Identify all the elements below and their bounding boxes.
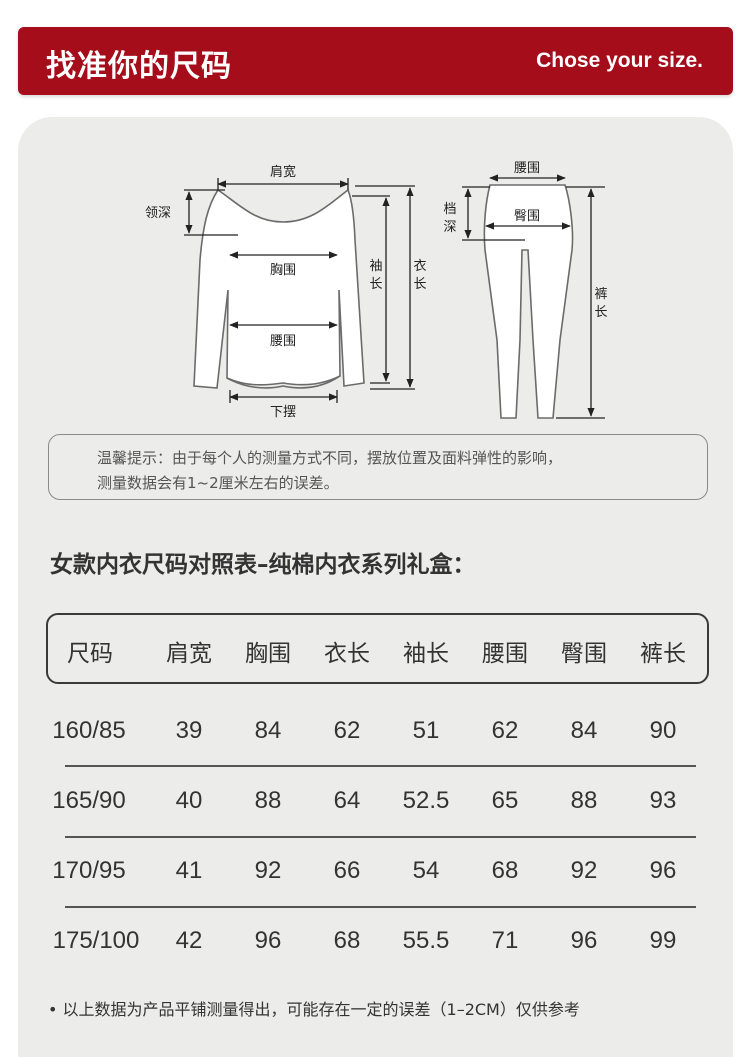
cell-hip: 84	[570, 717, 598, 744]
cell-waist: 65	[491, 787, 519, 814]
sleeve-length-char-1: 袖	[369, 259, 382, 274]
cell-sleeve: 54	[412, 857, 440, 884]
cell-length: 68	[333, 927, 361, 954]
cell-length: 64	[333, 787, 361, 814]
cell-length: 62	[333, 717, 361, 744]
cell-hip: 88	[570, 787, 598, 814]
garment-length-char-2: 长	[413, 277, 426, 292]
header-shoulder: 肩宽	[166, 641, 212, 667]
chest-label: 胸围	[270, 263, 296, 278]
hem-label: 下摆	[270, 405, 296, 420]
tip-box	[48, 434, 708, 500]
cell-chest: 96	[254, 927, 282, 954]
cell-chest: 88	[254, 787, 282, 814]
header-chest: 胸围	[245, 641, 291, 667]
cell-waist: 62	[491, 717, 519, 744]
rise-char-1: 档	[443, 202, 456, 217]
cell-shoulder: 39	[175, 717, 203, 744]
waist-label: 腰围	[270, 334, 296, 349]
cell-sleeve: 51	[412, 717, 440, 744]
top-garment-outline	[193, 188, 365, 389]
garment-length-char-1: 衣	[413, 258, 426, 274]
header-length: 衣长	[324, 641, 370, 667]
cell-size: 160/85	[52, 717, 126, 744]
cell-pants-len: 96	[649, 857, 677, 884]
size-chart-title: 女款内衣尺码对照表–纯棉内衣系列礼盒：	[50, 552, 476, 578]
cell-length: 66	[333, 857, 361, 884]
row-divider	[65, 836, 696, 838]
shoulder-label: 肩宽	[270, 164, 296, 180]
cell-hip: 96	[570, 927, 598, 954]
pants-length-char-1: 裤	[594, 287, 607, 302]
row-divider	[65, 906, 696, 908]
cell-pants-len: 93	[649, 787, 677, 814]
cell-shoulder: 41	[175, 857, 203, 884]
header-sleeve: 袖长	[403, 641, 449, 667]
header-banner: 找准你的尺码 Chose your size.	[18, 27, 733, 95]
header-hip: 臀围	[561, 641, 607, 667]
cell-size: 175/100	[52, 927, 140, 954]
cell-pants-len: 99	[649, 927, 677, 954]
pants-outline	[483, 184, 574, 419]
header-pants-len: 裤长	[640, 641, 686, 667]
measurement-diagram: 肩宽 领深 胸围 腰围 下摆 袖 长 衣 长 腰围 档 深 臀围 裤 长	[145, 161, 608, 420]
size-table-header	[46, 613, 709, 684]
tip-line-1: 温馨提示：由于每个人的测量方式不同，摆放位置及面料弹性的影响，	[97, 449, 563, 467]
cell-chest: 84	[254, 717, 282, 744]
cell-sleeve: 55.5	[402, 927, 450, 954]
cell-shoulder: 42	[175, 927, 203, 954]
header-waist: 腰围	[482, 641, 528, 667]
tip-line-2: 测量数据会有1~2厘米左右的误差。	[97, 474, 339, 492]
page-subtitle-en: Chose your size.	[536, 49, 703, 72]
page-title: 找准你的尺码	[46, 49, 232, 84]
sleeve-length-char-2: 长	[369, 277, 382, 292]
cell-waist: 71	[491, 927, 519, 954]
pants-waist-label: 腰围	[514, 161, 540, 176]
cell-size: 170/95	[52, 857, 126, 884]
hip-label: 臀围	[514, 209, 540, 224]
cell-shoulder: 40	[175, 787, 203, 814]
cell-sleeve: 52.5	[402, 787, 450, 814]
cell-waist: 68	[491, 857, 519, 884]
cell-hip: 92	[570, 857, 598, 884]
row-divider	[65, 765, 696, 767]
header-size: 尺码	[67, 641, 113, 667]
footnote: • 以上数据为产品平铺测量得出，可能存在一定的误差（1–2CM）仅供参考	[48, 1000, 580, 1019]
rise-char-2: 深	[443, 220, 456, 235]
neck-depth-label: 领深	[145, 206, 171, 221]
cell-pants-len: 90	[649, 717, 677, 744]
content-panel	[18, 117, 733, 1057]
cell-size: 165/90	[52, 787, 126, 814]
pants-length-char-2: 长	[594, 305, 607, 320]
cell-chest: 92	[254, 857, 282, 884]
